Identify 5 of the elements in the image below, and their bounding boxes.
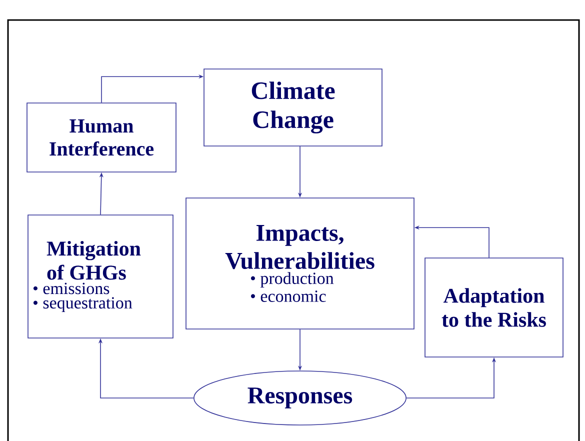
process-box: Impacts, Vulnerabilities • production • economic — [186, 198, 414, 330]
process-box: Adaptation to the Risks — [424, 258, 564, 358]
process-box: Climate Change — [204, 68, 382, 146]
process-box: Human Interference — [26, 102, 176, 172]
process-box: Mitigation of GHGs • emissions • sequestration — [28, 214, 174, 338]
